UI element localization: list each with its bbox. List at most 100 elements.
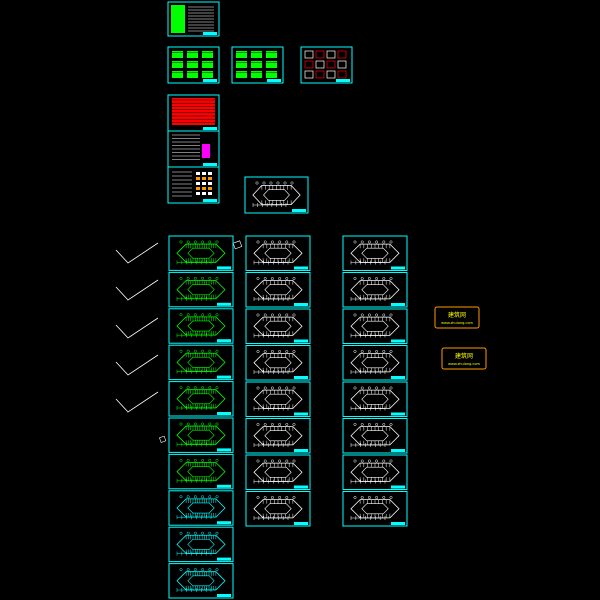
detail-block	[326, 70, 336, 79]
title-block	[217, 266, 231, 270]
grid-bubble	[201, 458, 205, 462]
title-block	[391, 485, 405, 489]
grid-bubble	[208, 240, 212, 244]
sheet-frame	[245, 491, 311, 527]
notes-block	[266, 51, 277, 58]
title-block	[203, 32, 217, 35]
leader-chevron	[115, 317, 159, 339]
title-block	[217, 594, 231, 597]
sheet-frame	[168, 417, 234, 453]
title-block	[391, 303, 405, 306]
notes-block	[251, 61, 262, 68]
grid-bubble	[367, 386, 371, 390]
grid-bubble	[360, 423, 364, 426]
title-block	[217, 521, 231, 525]
sheet-frame	[342, 272, 408, 308]
site-plan-sheet[interactable]	[244, 176, 309, 214]
grid-bubble	[285, 459, 289, 463]
sheet-frame	[168, 235, 234, 271]
title-block	[391, 522, 405, 525]
stamp-title: 建筑网	[455, 352, 473, 360]
title-block	[391, 449, 405, 452]
grid-bubble	[208, 531, 212, 535]
title-block	[217, 557, 231, 561]
grid-bubble	[215, 568, 219, 572]
title-block	[294, 449, 308, 452]
grid-bubble	[389, 459, 393, 463]
grid-bubble	[292, 423, 296, 426]
grid-bubble	[256, 386, 260, 390]
grid-bubble	[208, 568, 212, 572]
schedule-cell	[202, 177, 206, 180]
grid-bubble	[215, 458, 219, 462]
notes-block	[236, 71, 247, 78]
title-block	[203, 199, 217, 202]
grid-bubble	[256, 423, 260, 426]
schedule-cell	[202, 182, 206, 185]
plan-inner-outline	[361, 393, 389, 405]
grid-bubble	[263, 240, 267, 244]
grid-bubble	[215, 495, 219, 499]
grid-bubble	[283, 181, 287, 185]
grid-bubble	[375, 313, 379, 317]
grid-bubble	[215, 531, 219, 535]
floor-plan-column-a	[168, 235, 234, 599]
grid-bubble	[208, 495, 212, 499]
leader-chevron	[115, 279, 159, 301]
detail-block	[315, 50, 325, 59]
cover-green-block	[171, 5, 185, 33]
notes-block	[172, 71, 183, 78]
leader-chevron	[115, 354, 159, 376]
grid-bubble	[353, 496, 357, 499]
grid-bubble	[186, 313, 190, 317]
sheet-frame	[245, 235, 311, 271]
grid-bubble	[256, 313, 260, 317]
sheet-frame	[342, 491, 408, 527]
cover-sheet[interactable]	[167, 1, 220, 37]
sheet-frame	[168, 563, 234, 599]
title-block	[217, 484, 231, 488]
grid-bubble	[367, 350, 371, 353]
grid-bubble	[186, 276, 190, 280]
title-block	[294, 522, 308, 525]
grid-bubble	[201, 495, 205, 499]
grid-bubble	[375, 350, 379, 353]
grid-bubble	[193, 276, 197, 280]
grid-bubble	[389, 350, 393, 353]
grid-bubble	[208, 349, 212, 353]
notes-block	[236, 51, 247, 58]
grid-bubble	[382, 496, 386, 499]
detail-block	[315, 60, 325, 69]
grid-bubble	[201, 422, 205, 426]
grid-bubble	[270, 459, 274, 463]
grid-bubble	[263, 423, 267, 426]
grid-bubble	[367, 496, 371, 499]
grid-bubble	[256, 240, 260, 244]
notes-block	[266, 71, 277, 78]
grid-bubble	[270, 350, 274, 353]
grid-bubble	[263, 496, 267, 499]
notes-block	[202, 71, 213, 78]
title-block	[267, 79, 281, 82]
notes-block	[202, 51, 213, 58]
grid-bubble	[208, 386, 212, 390]
grid-bubble	[193, 422, 197, 426]
grid-bubble	[193, 458, 197, 462]
grid-bubble	[270, 423, 274, 426]
sheet-frame	[245, 272, 311, 308]
grid-bubble	[360, 313, 364, 317]
schedule-cell	[208, 187, 212, 190]
floor-plan-column-b	[245, 235, 311, 527]
grid-bubble	[285, 350, 289, 353]
red-schedule-table	[172, 98, 215, 125]
title-block	[217, 448, 231, 452]
schedule-cell	[196, 172, 200, 175]
grid-bubble	[186, 495, 190, 499]
sheet-frame	[245, 345, 311, 381]
grid-bubble	[208, 313, 212, 317]
sheet-frame	[342, 418, 408, 454]
title-block	[203, 163, 217, 166]
grid-bubble	[193, 568, 197, 572]
grid-bubble	[389, 386, 393, 390]
